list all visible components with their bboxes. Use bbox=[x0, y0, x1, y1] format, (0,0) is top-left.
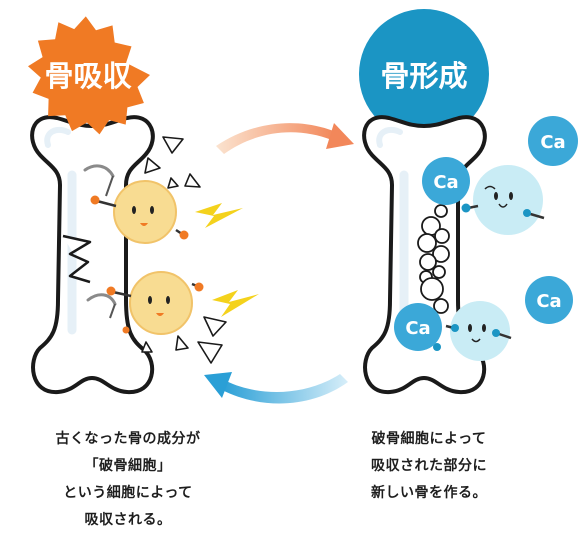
osteoclast-cell-lower bbox=[86, 271, 204, 335]
left-bone bbox=[30, 115, 155, 395]
debris-triangles bbox=[141, 136, 227, 364]
lightning-bolt-lower-icon bbox=[212, 290, 259, 317]
caption-line: 新しい骨を作る。 bbox=[371, 485, 487, 501]
formation-caption: 破骨細胞によって 吸収された部分に 新しい骨を作る。 bbox=[314, 426, 544, 507]
badge-title-resorption: 骨吸収 bbox=[44, 59, 132, 93]
ca-ion-label: Ca bbox=[536, 291, 561, 312]
resorption-caption: 古くなった骨の成分が 「破骨細胞」 という細胞によって 吸収される。 bbox=[13, 426, 243, 534]
caption-line: 吸収される。 bbox=[84, 512, 172, 528]
cycle-arrow-bottom-icon bbox=[204, 372, 348, 404]
ca-ion-3: Ca bbox=[525, 276, 573, 324]
ca-ion-1: Ca bbox=[422, 157, 470, 205]
ca-ion-2: Ca bbox=[528, 116, 578, 166]
ca-ion-label: Ca bbox=[433, 172, 458, 193]
formation-badge-circle bbox=[359, 9, 489, 139]
caption-line: 破骨細胞によって bbox=[371, 431, 487, 447]
lightning-bolt-upper-icon bbox=[195, 203, 243, 228]
osteoblast-cell-lower bbox=[433, 301, 512, 361]
new-bone-bubbles bbox=[417, 204, 450, 314]
caption-line: という細胞によって bbox=[63, 485, 193, 501]
osteoclast-cell-upper bbox=[83, 164, 189, 244]
badge-title-formation: 骨形成 bbox=[380, 59, 467, 93]
caption-line: 古くなった骨の成分が bbox=[55, 431, 201, 447]
bone-damage-zigzag bbox=[62, 234, 92, 284]
ca-ion-label: Ca bbox=[405, 318, 430, 339]
caption-line: 吸収された部分に bbox=[371, 458, 487, 474]
cycle-arrow-top-icon bbox=[216, 123, 354, 154]
caption-line: 「破骨細胞」 bbox=[84, 458, 172, 474]
burst-badge-left: 骨吸収 bbox=[28, 16, 150, 135]
osteoblast-cell-upper bbox=[461, 165, 545, 235]
ca-ion-4: Ca bbox=[394, 303, 442, 351]
ca-ion-label: Ca bbox=[540, 132, 565, 153]
